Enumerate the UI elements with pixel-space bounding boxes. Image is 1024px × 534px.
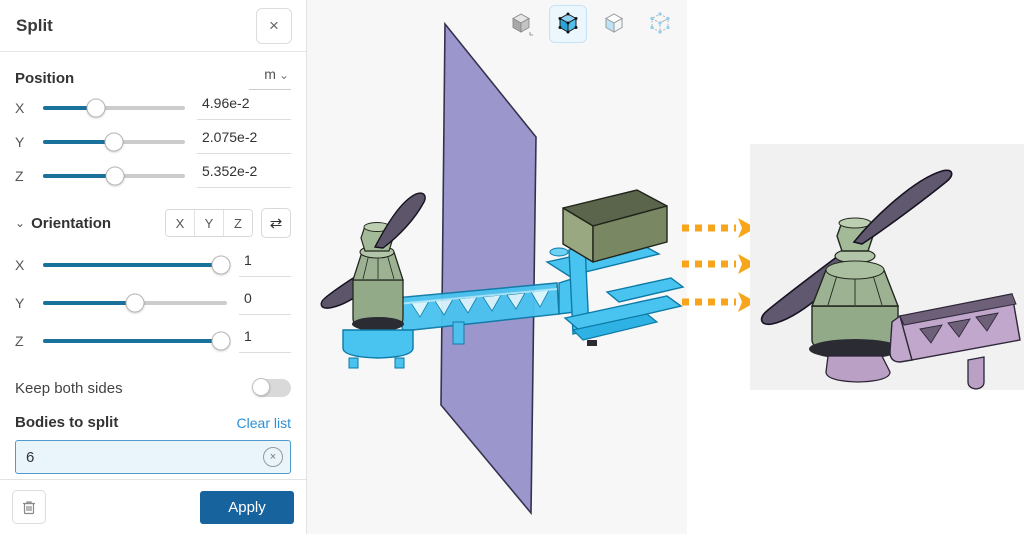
- view-mode-toolbar: [503, 5, 679, 43]
- split-result-preview: [750, 144, 1024, 390]
- slider-handle[interactable]: [211, 331, 231, 350]
- shaded-cube-icon: [512, 13, 533, 36]
- apply-button[interactable]: Apply: [200, 490, 294, 524]
- unit-dropdown[interactable]: m⌄: [249, 66, 291, 90]
- position-z-value[interactable]: 5.352e-2: [197, 163, 291, 188]
- position-y-value[interactable]: 2.075e-2: [197, 129, 291, 154]
- bodies-to-split-input[interactable]: [15, 440, 291, 474]
- result-arm-piece: [889, 293, 1021, 390]
- keep-both-sides-label: Keep both sides: [15, 379, 123, 397]
- toggle-knob: [252, 378, 270, 396]
- arrow-head-icon: [738, 292, 756, 312]
- axis-preset-group: X Y Z: [165, 209, 253, 237]
- orientation-x-value[interactable]: 1: [239, 252, 291, 277]
- propeller-blade-upper: [373, 192, 426, 249]
- orientation-section-label: Orientation: [31, 214, 112, 232]
- axis-label: Z: [15, 332, 24, 349]
- orientation-x-slider[interactable]: [43, 255, 231, 274]
- delete-feature-button[interactable]: [12, 490, 46, 524]
- trash-icon: [23, 501, 35, 515]
- clear-selection-icon[interactable]: ×: [263, 447, 283, 467]
- view-mode-shaded-button[interactable]: [503, 5, 541, 43]
- close-icon: ×: [269, 15, 279, 35]
- slider-handle[interactable]: [104, 132, 124, 151]
- selected-arm-body[interactable]: [394, 282, 560, 345]
- view-mode-hidden-edges-button[interactable]: [595, 5, 633, 43]
- split-dialog-header: Split ×: [0, 0, 306, 52]
- selected-mount-body[interactable]: [545, 241, 685, 346]
- hidden-edges-cube-icon: [604, 13, 624, 33]
- orientation-z-row: Z 1: [15, 324, 291, 357]
- axis-preset-y-button[interactable]: Y: [194, 210, 223, 236]
- page-title: Split: [16, 15, 53, 35]
- 3d-scene[interactable]: [307, 0, 687, 534]
- split-dialog: Split × Position m⌄ X 4.96e-2 Y: [0, 0, 307, 534]
- orientation-y-row: Y 0: [15, 286, 291, 319]
- shaded-edges-cube-icon: [558, 12, 578, 34]
- axis-label: Y: [15, 294, 25, 311]
- slider-handle[interactable]: [211, 255, 231, 274]
- slider-handle[interactable]: [125, 293, 145, 312]
- chevron-down-icon: ⌄: [278, 68, 289, 82]
- bodies-to-split-label: Bodies to split: [15, 414, 119, 431]
- view-mode-wireframe-button[interactable]: [641, 5, 679, 43]
- result-propeller-blade-upper: [852, 169, 953, 245]
- receiver-box-body[interactable]: [562, 189, 668, 263]
- axis-label: X: [15, 99, 25, 116]
- position-x-slider[interactable]: [43, 98, 185, 117]
- axis-preset-z-button[interactable]: Z: [223, 210, 252, 236]
- keep-both-sides-toggle[interactable]: [252, 378, 291, 397]
- position-x-row: X 4.96e-2: [15, 91, 291, 124]
- swap-arrows-icon: ⇄: [269, 215, 283, 232]
- split-result-arrows: [682, 218, 756, 312]
- slider-handle[interactable]: [105, 166, 125, 185]
- position-x-value[interactable]: 4.96e-2: [197, 95, 291, 120]
- motor-propeller-body[interactable]: [320, 192, 426, 369]
- position-z-row: Z 5.352e-2: [15, 159, 291, 192]
- orientation-z-value[interactable]: 1: [239, 328, 291, 353]
- flip-direction-button[interactable]: ⇄: [261, 208, 291, 238]
- orientation-x-row: X 1: [15, 248, 291, 281]
- view-mode-shaded-edges-button[interactable]: [549, 5, 587, 43]
- position-y-slider[interactable]: [43, 132, 185, 151]
- collapse-chevron-icon[interactable]: ⌄: [15, 216, 26, 230]
- 3d-viewport[interactable]: [307, 0, 687, 534]
- axis-label: Z: [15, 167, 24, 184]
- axis-label: X: [15, 256, 25, 273]
- slider-handle[interactable]: [86, 98, 106, 117]
- arrow-head-icon: [738, 218, 756, 238]
- wireframe-cube-icon: [650, 12, 670, 34]
- axis-preset-x-button[interactable]: X: [166, 210, 194, 236]
- clear-list-link[interactable]: Clear list: [236, 414, 291, 431]
- result-motor: [809, 248, 901, 383]
- position-z-slider[interactable]: [43, 166, 185, 185]
- axis-label: Y: [15, 133, 25, 150]
- position-y-row: Y 2.075e-2: [15, 125, 291, 158]
- orientation-z-slider[interactable]: [43, 331, 231, 350]
- split-plane[interactable]: [440, 21, 537, 516]
- orientation-y-slider[interactable]: [43, 293, 227, 312]
- close-button[interactable]: ×: [256, 7, 292, 44]
- split-result-illustration: [760, 169, 1021, 390]
- orientation-y-value[interactable]: 0: [239, 290, 291, 315]
- position-section-label: Position: [15, 69, 75, 87]
- arrow-head-icon: [738, 254, 756, 274]
